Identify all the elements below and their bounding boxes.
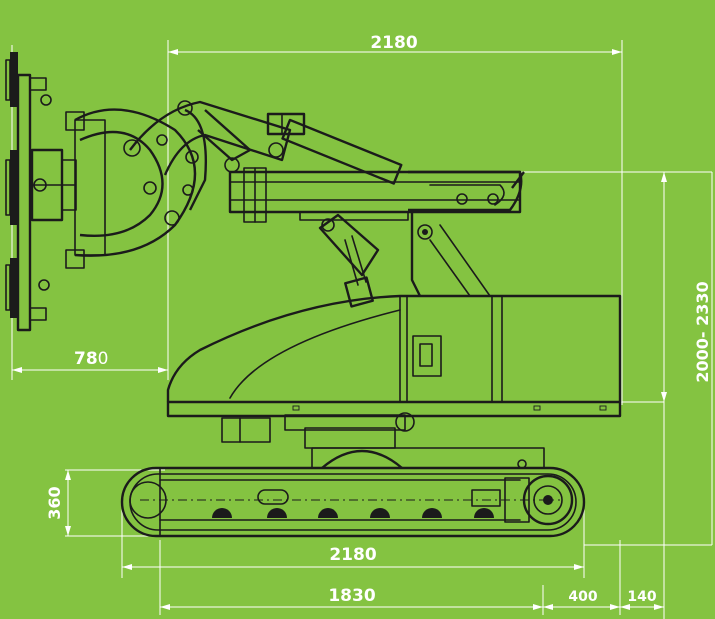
rear-edge-label: 140 bbox=[627, 589, 656, 605]
undercarriage bbox=[221, 412, 545, 469]
track-length-label: 2180 bbox=[329, 545, 376, 565]
telescopic-boom bbox=[228, 167, 525, 223]
vacuum-head bbox=[5, 52, 77, 332]
rotation-ring bbox=[65, 108, 197, 269]
top-width-label: 2180 bbox=[370, 33, 417, 53]
dimension-lines bbox=[11, 40, 713, 619]
track-height-label: 360 bbox=[45, 486, 64, 519]
height-range-label: 2000- 2330 bbox=[693, 281, 712, 382]
lift-column bbox=[318, 210, 491, 308]
track-rollers bbox=[212, 508, 494, 518]
lifting-arm bbox=[129, 100, 403, 211]
base-length-label: 1830 bbox=[328, 586, 375, 606]
left-overhang-label: 780 bbox=[74, 349, 109, 369]
crawler-track bbox=[120, 459, 586, 538]
suction-cups bbox=[5, 52, 18, 318]
main-body bbox=[166, 294, 622, 418]
rear-offset-label: 400 bbox=[568, 589, 597, 605]
